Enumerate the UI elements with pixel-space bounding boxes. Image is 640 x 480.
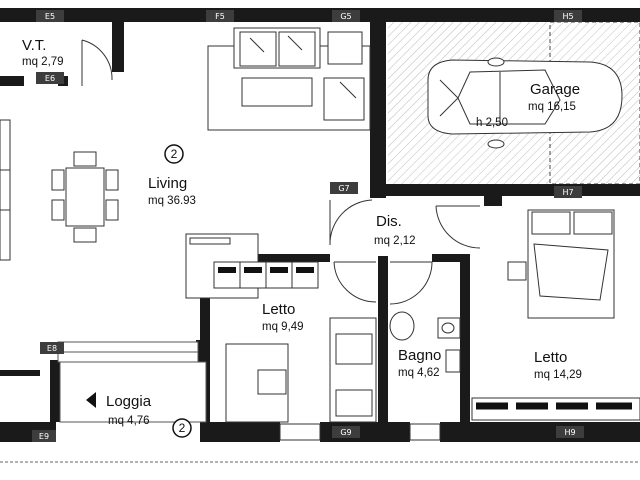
dis-area: mq 2,12 <box>374 235 416 247</box>
svg-text:E6: E6 <box>45 74 55 83</box>
living-marker <box>164 144 184 164</box>
sofa-set <box>207 27 371 131</box>
dis-door-left <box>329 199 373 246</box>
bagno-area: mq 4,62 <box>398 367 440 379</box>
svg-text:G5: G5 <box>340 12 351 21</box>
bagno-door <box>389 261 433 305</box>
loggia-floor <box>59 361 207 423</box>
bagno-name: Bagno <box>398 347 441 364</box>
bagno-fixtures <box>389 311 461 373</box>
bed-letto2 <box>507 209 615 319</box>
letto2-name: Letto <box>534 349 567 366</box>
loggia-marker <box>172 418 192 438</box>
desk-letto1 <box>225 343 289 423</box>
car <box>427 57 623 149</box>
loggia-area: mq 4,76 <box>108 415 150 427</box>
vt-door <box>81 39 113 86</box>
living-name: Living <box>148 175 187 192</box>
tag-e9: E9 <box>32 430 56 442</box>
svg-text:H7: H7 <box>562 188 573 197</box>
garage-name: Garage <box>530 81 580 98</box>
window-h9 <box>409 423 441 441</box>
tag-h5: H5 <box>554 10 582 22</box>
tag-g7: G7 <box>330 182 358 194</box>
letto1-area: mq 9,49 <box>262 321 304 333</box>
walls <box>0 8 640 442</box>
svg-text:E5: E5 <box>45 12 55 21</box>
svg-text:H5: H5 <box>562 12 573 21</box>
svg-text:H9: H9 <box>564 428 575 437</box>
svg-text:G7: G7 <box>338 184 349 193</box>
letto1-name: Letto <box>262 301 295 318</box>
tag-e6: E6 <box>36 72 64 84</box>
tag-e5: E5 <box>36 10 64 22</box>
dis-door-right <box>435 205 481 249</box>
svg-text:E8: E8 <box>47 344 57 353</box>
svg-text:2: 2 <box>179 421 186 435</box>
vt-area: mq 2,79 <box>22 56 64 68</box>
bed-letto1 <box>329 317 377 423</box>
dis-name: Dis. <box>376 213 402 230</box>
window-g9 <box>279 423 321 441</box>
tag-f5: F5 <box>206 10 234 22</box>
tag-g9: G9 <box>332 426 360 438</box>
tag-g5: G5 <box>332 10 360 22</box>
letto1-door <box>333 261 377 303</box>
svg-text:F5: F5 <box>215 12 225 21</box>
loggia-name: Loggia <box>106 393 152 410</box>
living-area: mq 36.93 <box>148 195 196 207</box>
garage-area: mq 16,15 <box>528 101 576 113</box>
loggia-arrow-icon <box>86 392 96 408</box>
svg-text:G9: G9 <box>340 428 351 437</box>
wardrobe-letto1 <box>213 261 319 289</box>
svg-text:2: 2 <box>171 147 178 161</box>
tag-h7: H7 <box>554 186 582 198</box>
dining-table <box>51 151 119 243</box>
vt-name: V.T. <box>22 37 46 54</box>
tag-e8: E8 <box>40 342 64 354</box>
tag-h9: H9 <box>556 426 584 438</box>
svg-text:E9: E9 <box>39 432 49 441</box>
letto2-area: mq 14,29 <box>534 369 582 381</box>
garage-height: h 2,50 <box>476 117 508 129</box>
wardrobe-letto2 <box>471 397 640 421</box>
left-unit <box>0 119 11 261</box>
